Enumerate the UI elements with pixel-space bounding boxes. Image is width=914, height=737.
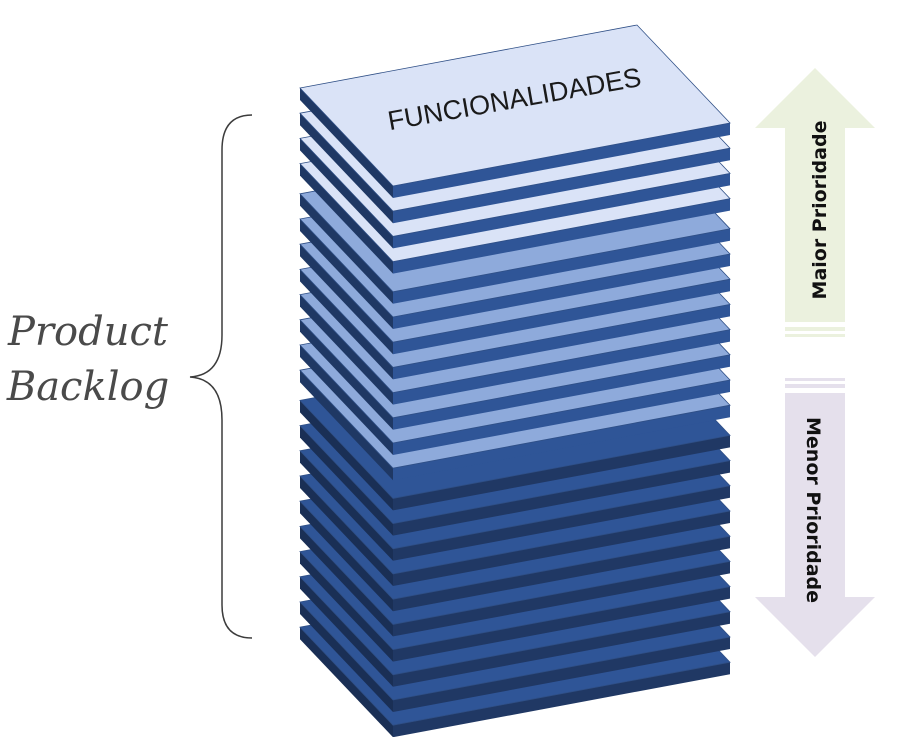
layer-front-side [393, 123, 730, 198]
layer-front-side [393, 460, 730, 536]
layer-left-side [300, 370, 393, 481]
layer-front-side [393, 279, 730, 355]
layer-front-side [393, 536, 730, 612]
layer-left-side [300, 476, 393, 586]
layer-top-face [299, 24, 731, 187]
layer-left-side [300, 425, 393, 536]
layer-front-side [393, 198, 730, 274]
arrow-band [785, 384, 845, 388]
layer-left-side [300, 319, 393, 430]
layer-front-side [393, 485, 730, 561]
layer-stack [299, 24, 731, 737]
up-arrow-icon [755, 68, 875, 322]
layer-front-side [393, 586, 730, 662]
layer-left-side [300, 450, 393, 561]
lower-priority-label: Menor Prioridade [802, 417, 824, 603]
layer-left-side [300, 345, 393, 455]
higher-priority-label: Maior Prioridade [809, 121, 831, 300]
layer-left-side [300, 193, 393, 304]
layer-front-side [393, 405, 730, 481]
layer-front-side [393, 354, 730, 430]
layer-front-side [393, 228, 730, 304]
layer-left-side [300, 294, 393, 405]
layer-left-side [300, 269, 393, 380]
layer-left-side [300, 138, 393, 249]
layer-front-side [393, 435, 730, 511]
layer-left-side [300, 627, 393, 737]
layer-left-side [300, 244, 393, 355]
layer-front-side [393, 329, 730, 405]
layer-front-side [393, 511, 730, 586]
layer-left-side [300, 88, 393, 198]
layer-front-side [393, 173, 730, 249]
layer-front-side [393, 637, 730, 712]
down-arrow-icon [755, 393, 875, 657]
layer-left-side [300, 602, 393, 712]
layer-front-side [393, 254, 730, 329]
layer-front-side [393, 561, 730, 637]
layer-front-side [393, 148, 730, 224]
layer-left-side [300, 163, 393, 274]
layer-front-side [393, 611, 730, 687]
layer-front-side [393, 662, 730, 737]
arrow-band [785, 327, 845, 331]
layer-front-side [393, 304, 730, 380]
layer-left-side [300, 526, 393, 637]
arrow-band [785, 334, 845, 337]
higher-priority-arrow: Maior Prioridade [755, 68, 875, 337]
layer-left-side [300, 113, 393, 224]
backlog-layer [299, 24, 731, 198]
layer-left-side [300, 501, 393, 612]
layer-left-side [300, 400, 393, 511]
backlog-label-line2: Backlog [6, 364, 169, 410]
arrow-band [785, 378, 845, 381]
layer-left-side [300, 219, 393, 329]
layer-left-side [300, 576, 393, 687]
lower-priority-arrow: Menor Prioridade [755, 378, 875, 657]
layer-front-side [393, 380, 730, 455]
backlog-label-line1: Product [7, 309, 169, 355]
backlog-brace [189, 114, 253, 639]
layer-left-side [300, 551, 393, 662]
